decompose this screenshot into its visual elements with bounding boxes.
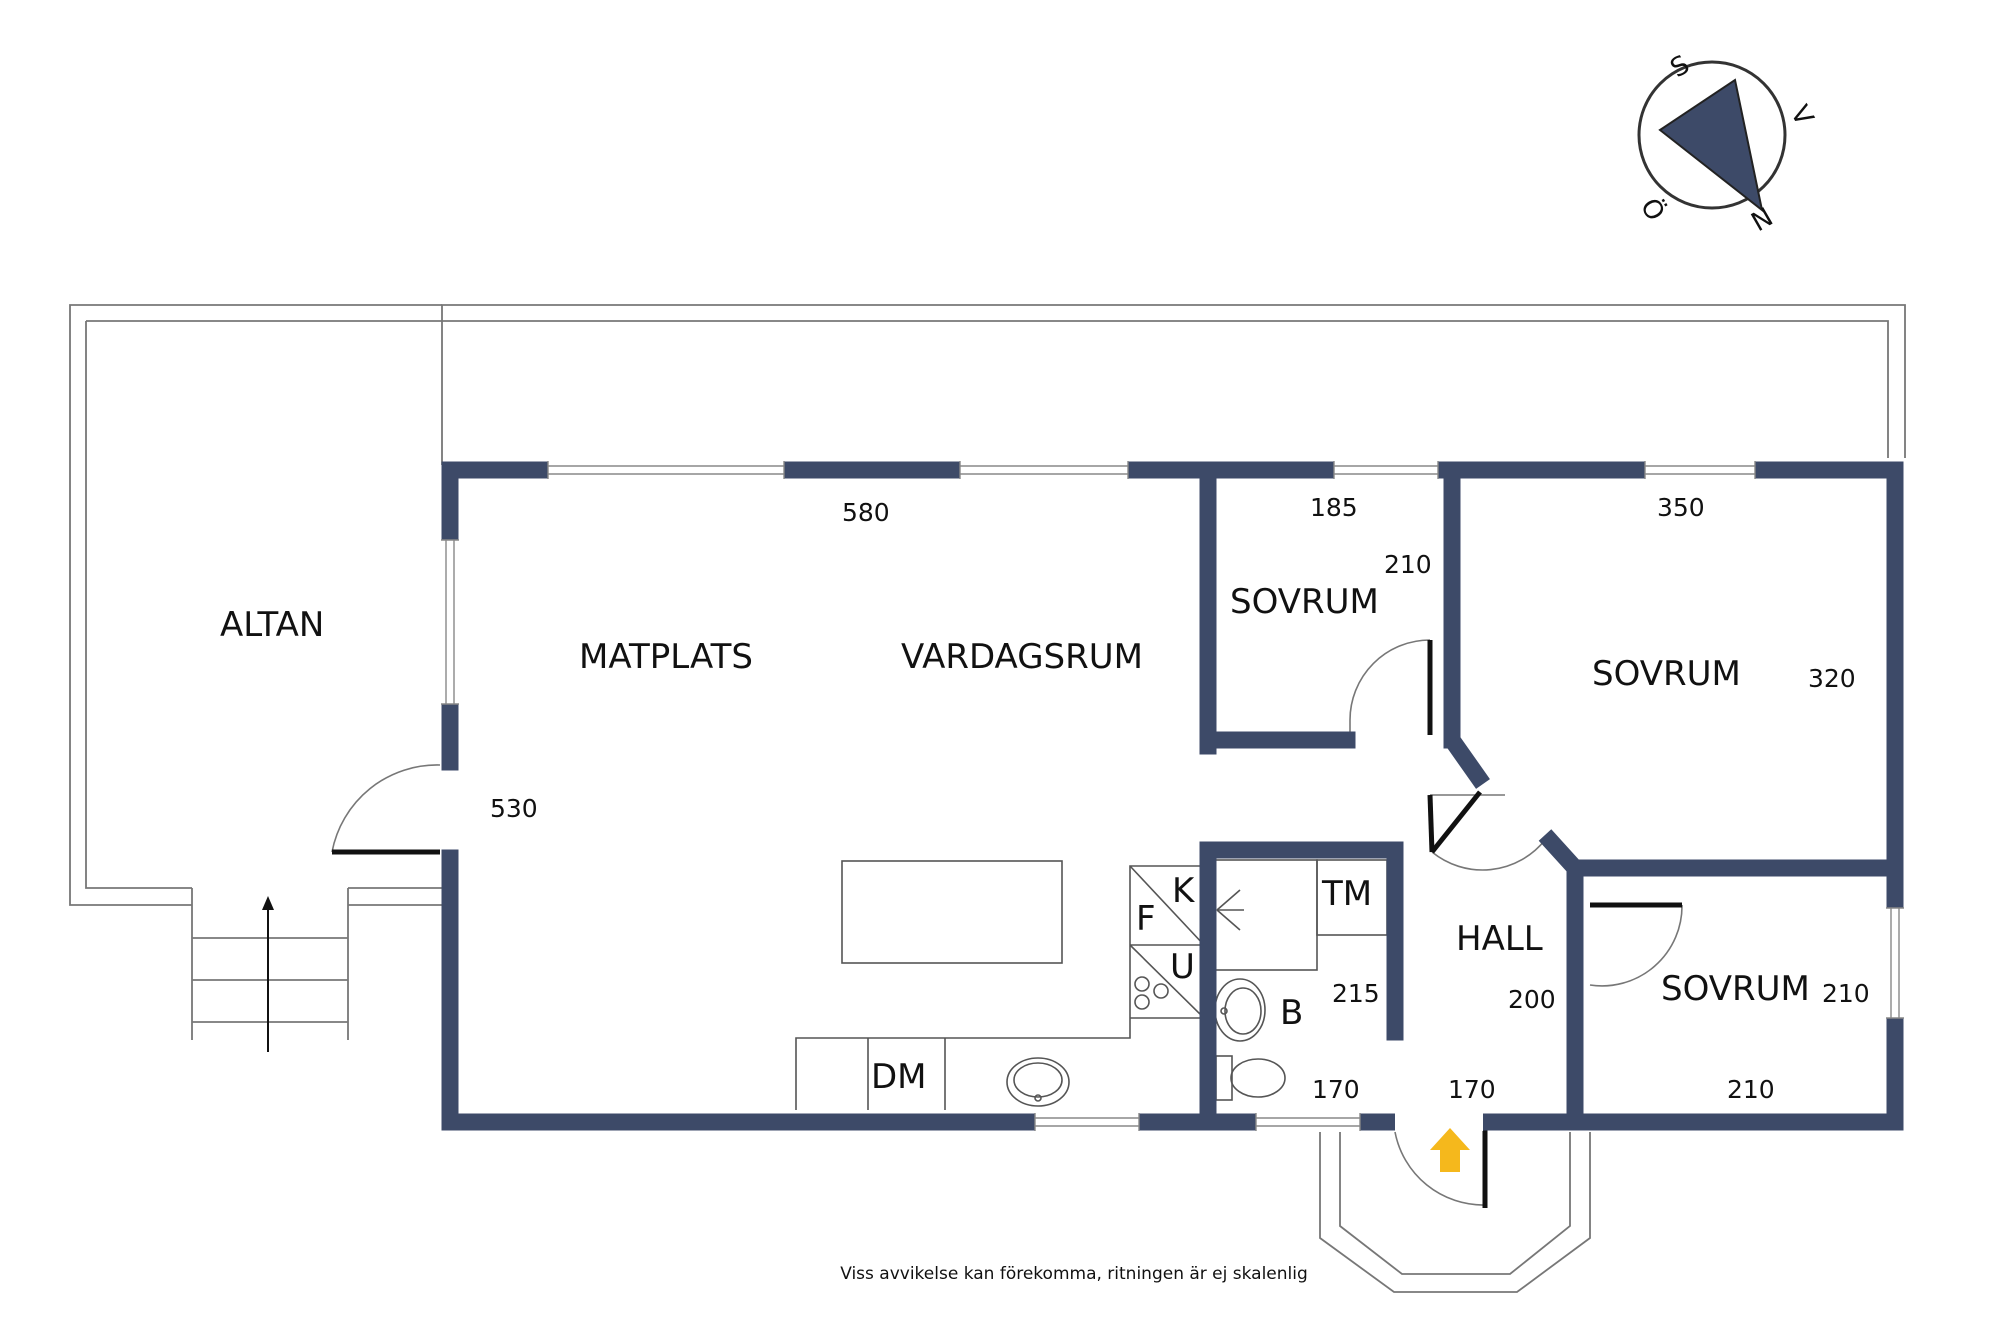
terrace-steps — [191, 888, 349, 1040]
dim-sovrum-large-width: 350 — [1657, 493, 1705, 522]
window — [547, 461, 785, 479]
dim-sovrum-lower-width: 210 — [1727, 1075, 1775, 1104]
room-label-hall: HALL — [1456, 919, 1543, 959]
fixture-labels: K F U DM TM B — [871, 871, 1372, 1097]
entrance-porch — [1319, 1132, 1591, 1293]
room-label-sovrum-lower: SOVRUM — [1661, 969, 1810, 1009]
dim-living-width: 580 — [842, 498, 890, 527]
dim-living-depth: 530 — [490, 794, 538, 823]
fixture-label-k: K — [1172, 871, 1196, 911]
kitchen-sink — [1006, 1057, 1070, 1107]
dim-sovrum-lower-depth: 210 — [1822, 979, 1870, 1008]
compass: S V N Ö — [1634, 50, 1819, 238]
fixture-label-tm: TM — [1321, 874, 1372, 914]
door-leaves — [332, 640, 1682, 1208]
dim-sovrum-large-depth: 320 — [1808, 664, 1856, 693]
window — [1034, 1113, 1140, 1131]
toilet-tank — [1215, 1055, 1233, 1101]
entrance-opening — [1395, 1113, 1483, 1131]
fixture-label-dm: DM — [871, 1057, 927, 1097]
toilet — [1230, 1058, 1286, 1098]
fixture-label-b: B — [1280, 993, 1303, 1033]
terrace-outline — [69, 304, 1906, 906]
window — [1255, 1113, 1361, 1131]
compass-needle — [1658, 78, 1764, 213]
compass-north-label: N — [1747, 202, 1779, 238]
room-label-vardagsrum: VARDAGSRUM — [901, 637, 1143, 677]
window — [1886, 907, 1904, 1019]
room-label-matplats: MATPLATS — [579, 637, 753, 677]
dim-sovrum-small-width: 185 — [1310, 493, 1358, 522]
windows — [441, 461, 1904, 1131]
room-label-sovrum-large: SOVRUM — [1592, 654, 1741, 694]
room-label-altan: ALTAN — [220, 605, 324, 645]
dim-sovrum-small-depth: 210 — [1384, 550, 1432, 579]
window — [1333, 461, 1439, 479]
dim-bath-width: 170 — [1312, 1075, 1360, 1104]
dimension-labels: 580 530 185 210 350 320 215 170 170 200 … — [490, 493, 1870, 1104]
room-label-sovrum-small: SOVRUM — [1230, 582, 1379, 622]
compass-east-label: Ö — [1634, 193, 1672, 227]
dim-bath-depth: 215 — [1332, 979, 1380, 1008]
dim-hall-depth: 200 — [1508, 985, 1556, 1014]
shower — [1214, 859, 1318, 971]
fixture-label-u: U — [1170, 947, 1195, 987]
window — [441, 539, 459, 705]
entry-arrow-icon — [1430, 1128, 1470, 1172]
steps-arrow — [262, 896, 274, 1052]
fixture-label-f: F — [1136, 899, 1156, 939]
table — [841, 860, 1063, 964]
dim-hall-width: 170 — [1448, 1075, 1496, 1104]
window — [959, 461, 1129, 479]
walls — [441, 461, 1904, 1131]
disclaimer-note: Viss avvikelse kan förekomma, ritningen … — [840, 1264, 1308, 1284]
door-swings — [331, 639, 1683, 1206]
compass-west-label: V — [1784, 101, 1819, 132]
window — [1644, 461, 1756, 479]
room-labels: ALTAN MATPLATS VARDAGSRUM SOVRUM SOVRUM … — [220, 582, 1810, 1009]
